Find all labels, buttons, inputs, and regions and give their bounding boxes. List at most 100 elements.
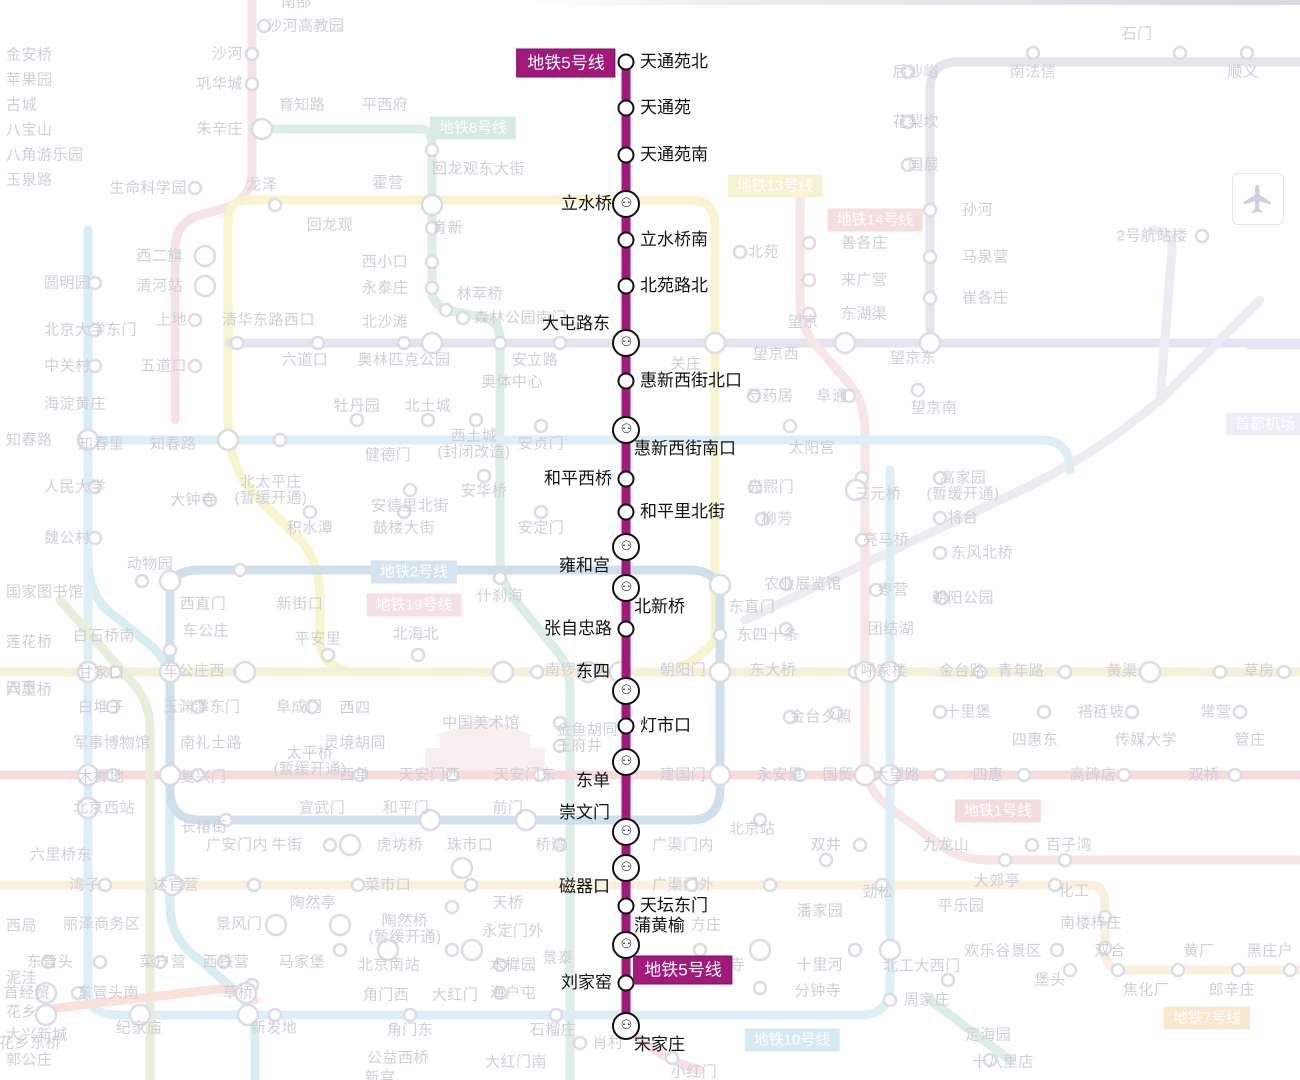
bg-station-label: 上地 [155, 311, 187, 329]
line-badge[interactable]: 地铁14号线 [827, 208, 923, 232]
line-badge[interactable]: 地铁8号线 [429, 116, 517, 140]
bg-station-label: 北海北 [392, 625, 440, 643]
line-badge[interactable]: 地铁10号线 [744, 1028, 840, 1052]
line5-station-dot[interactable] [617, 231, 635, 249]
line5-station-label[interactable]: 和平西桥 [544, 469, 612, 488]
line5-badge-bottom[interactable]: 地铁5号线 [633, 955, 733, 985]
line5-station-dot[interactable] [617, 717, 635, 735]
bg-station-label: 望京西 [752, 345, 800, 363]
line5-interchange-icon[interactable]: ⚇ [612, 1012, 640, 1040]
bg-station-label: 朱辛庄 [196, 120, 243, 138]
bg-station-label: 北太平庄 [239, 473, 303, 491]
bg-station-label: 西铁营 [202, 953, 250, 971]
bg-station-label: 郭公庄 [6, 1051, 53, 1069]
bg-station-label: 莲花桥 [6, 633, 53, 651]
line5-interchange-icon[interactable]: ⚇ [612, 748, 640, 776]
line5-station-dot[interactable] [617, 503, 635, 521]
line-badge[interactable]: 地铁19号线 [366, 593, 462, 617]
line5-station-dot[interactable] [617, 146, 635, 164]
line5-station-label[interactable]: 宋家庄 [634, 1035, 685, 1054]
bg-station-label: 金台夕照 [789, 708, 853, 726]
line5-interchange-icon[interactable]: ⚇ [612, 416, 640, 444]
bg-station-label: 海户屯 [489, 984, 537, 1002]
line5-station-label[interactable]: 刘家窑 [561, 973, 612, 992]
line5-station-label[interactable]: 立水桥南 [640, 230, 708, 249]
interchange-glyph: ⚇ [620, 753, 633, 769]
bg-station-label: 北工大西门 [883, 957, 961, 975]
bg-station-label: 东管头 [26, 953, 74, 971]
line-badge[interactable]: 地铁2号线 [370, 560, 458, 584]
line5-station-label[interactable]: 蒲黄榆 [634, 916, 685, 935]
line5-station-label[interactable]: 惠新西街北口 [640, 371, 742, 390]
bg-station-label: 北苑 [748, 243, 780, 261]
bg-station-label: 育知路 [278, 96, 326, 114]
line5-station-label[interactable]: 张自忠路 [544, 619, 612, 638]
line5-station-label[interactable]: 灯市口 [640, 716, 691, 735]
line5-station-label[interactable]: 北苑路北 [640, 276, 708, 295]
line5-interchange-icon[interactable]: ⚇ [612, 329, 640, 357]
bg-station-label: 大红门 [431, 986, 479, 1004]
line5-station-label[interactable]: 东单 [576, 771, 610, 790]
bg-station-label: 东直门 [728, 598, 776, 616]
line5-station-label[interactable]: 天通苑北 [640, 52, 708, 71]
bg-station-label: 2号航站楼 [1116, 227, 1188, 245]
line5-station-label[interactable]: 惠新西街南口 [634, 439, 736, 458]
line5-station-dot[interactable] [617, 372, 635, 390]
line5-interchange-icon[interactable]: ⚇ [612, 931, 640, 959]
bg-station-label: (暂缓开通) [368, 928, 442, 946]
line5-station-label[interactable]: 立水桥 [561, 194, 612, 213]
line5-interchange-icon[interactable]: ⚇ [612, 190, 640, 218]
bg-station-label: 角门东 [386, 1021, 434, 1039]
bg-station-label: 石门 [1121, 25, 1153, 43]
line5-station-label[interactable]: 东四 [576, 662, 610, 681]
bg-station-label: 巩华城 [196, 75, 243, 93]
bg-station-label: 霍营 [372, 174, 404, 192]
bg-station-label: 管庄 [1234, 731, 1266, 749]
bg-station-label: 马泉营 [962, 248, 1009, 266]
bg-station-label: 牛街 [271, 836, 303, 854]
line5-station-dot[interactable] [617, 897, 635, 915]
line5-interchange-icon[interactable]: ⚇ [612, 854, 640, 882]
line5-interchange-icon[interactable]: ⚇ [612, 818, 640, 846]
bg-station-label: 建国门 [659, 766, 707, 784]
line5-station-dot[interactable] [617, 53, 635, 71]
line-badge[interactable]: 地铁13号线 [727, 174, 823, 198]
line5-station-label[interactable]: 崇文门 [559, 803, 610, 822]
bg-station-label: 景泰 [542, 949, 574, 967]
line5-station-label[interactable]: 天通苑南 [640, 145, 708, 164]
line5-station-label[interactable]: 北新桥 [634, 597, 685, 616]
bg-station-label: 虎坊桥 [376, 836, 424, 854]
line5-interchange-icon[interactable]: ⚇ [612, 677, 640, 705]
bg-station-label: 马家堡 [278, 953, 326, 971]
bg-station-label: 北京站 [728, 820, 776, 838]
line5-interchange-icon[interactable]: ⚇ [612, 574, 640, 602]
bg-station-label: 动物园 [126, 555, 174, 573]
line-badge[interactable]: 地铁7号线 [1163, 1006, 1251, 1030]
line5-station-dot[interactable] [617, 620, 635, 638]
line5-station-label[interactable]: 和平里北街 [640, 502, 725, 521]
line5-station-dot[interactable] [617, 277, 635, 295]
line-badge[interactable]: 地铁1号线 [954, 799, 1042, 823]
line5-station-label[interactable]: 大屯路东 [542, 314, 610, 333]
line-badge[interactable]: 首都机场 [1225, 412, 1300, 436]
line5-station-label[interactable]: 天坛东门 [640, 896, 708, 915]
line5-badge-top[interactable]: 地铁5号线 [516, 48, 616, 78]
bg-station-label: 复兴门 [180, 768, 227, 786]
airport-icon-box[interactable] [1232, 173, 1284, 225]
bg-station-label: 海淀黄庄 [44, 395, 107, 413]
line5-station-dot[interactable] [617, 470, 635, 488]
bg-station-label: 车公庄西 [163, 662, 226, 680]
line5-station-dot[interactable] [617, 974, 635, 992]
line5-station-dot[interactable] [617, 99, 635, 117]
line5-interchange-icon[interactable]: ⚇ [612, 533, 640, 561]
bg-station-label: 孙河 [962, 201, 994, 219]
line5-station-label[interactable]: 天通苑 [640, 98, 691, 117]
line5-station-label[interactable]: 磁器口 [559, 877, 610, 896]
bg-station-label: 金鱼胡同 [556, 721, 619, 739]
bg-station-label: 菜市口 [364, 876, 412, 894]
line5-station-label[interactable]: 雍和宫 [559, 556, 610, 575]
bg-station-label: 六道口 [281, 351, 329, 369]
bg-station-label: 东四十条 [736, 626, 800, 644]
bg-station-label: 沙河高教园 [267, 17, 345, 35]
